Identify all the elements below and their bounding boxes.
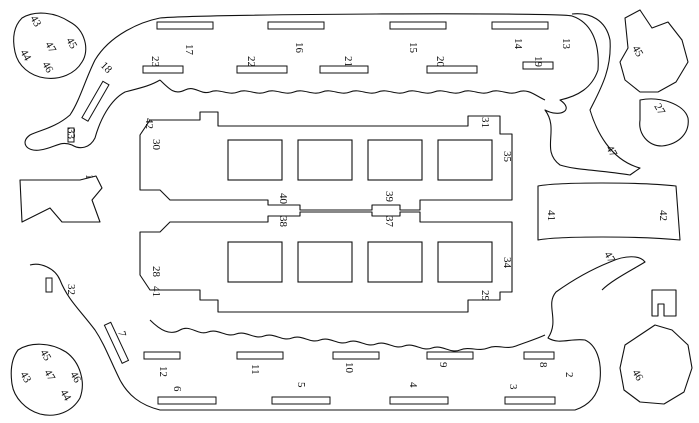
part-label: 46	[629, 368, 645, 384]
part-label: 46	[67, 370, 83, 386]
tab-slot	[103, 321, 130, 364]
hull-label: 40	[277, 193, 289, 205]
part-label: 46	[39, 60, 55, 76]
slot-label: 8	[537, 362, 549, 368]
part-label: 47	[603, 144, 619, 160]
hull-label: 28	[150, 266, 162, 278]
fin-part-27	[639, 98, 689, 147]
hull-panel-bottom	[139, 211, 513, 313]
hull-window	[227, 241, 283, 283]
hull-label: 31	[479, 117, 491, 128]
part-label: 45	[37, 348, 53, 364]
hull-window	[297, 241, 353, 283]
flower-part-top-left	[13, 12, 87, 79]
lower-board-outline	[29, 256, 646, 411]
claw-part-top-right	[619, 9, 689, 93]
part-label: 43	[17, 370, 33, 386]
slot-label: 22	[245, 56, 257, 67]
slot-label: 3	[507, 384, 519, 390]
slot-label: 7	[115, 330, 128, 339]
tab-slot	[491, 21, 549, 30]
hull-label: 38	[277, 216, 289, 228]
bracket-part	[651, 289, 677, 317]
hull-label: 1	[83, 174, 95, 180]
tab-slot	[142, 65, 184, 74]
slot-label: 6	[171, 386, 183, 392]
part-label: 45	[63, 36, 79, 52]
tab-slot	[267, 21, 325, 30]
tab-slot	[45, 277, 53, 293]
bar-part-41-42	[537, 182, 681, 241]
tab-slot	[81, 80, 110, 122]
part-label: 42	[657, 210, 669, 221]
tab-slot	[67, 127, 75, 143]
tab-slot	[389, 396, 449, 405]
wave-edge-top	[159, 79, 546, 101]
slot-label: 33	[65, 128, 77, 140]
tab-slot	[523, 351, 555, 360]
hull-window	[437, 139, 493, 181]
slot-label: 13	[560, 38, 572, 50]
hull-window	[437, 241, 493, 283]
part-label: 43	[27, 14, 43, 30]
slot-label: 5	[295, 382, 307, 388]
slot-label: 32	[65, 284, 77, 295]
tab-slot	[143, 351, 181, 360]
hull-label: 42	[143, 118, 155, 129]
slot-label: 20	[434, 56, 446, 68]
hull-label: 34	[501, 257, 513, 269]
slot-label: 12	[157, 366, 169, 377]
wave-edge-bottom	[149, 319, 546, 352]
slot-label: 14	[512, 38, 524, 50]
hull-window	[367, 241, 423, 283]
tab-slot	[522, 61, 554, 70]
hull-window	[297, 139, 353, 181]
slot-label: 18	[98, 60, 115, 77]
tab-slot	[236, 351, 284, 360]
slot-label: 21	[342, 56, 354, 67]
part-label: 27	[651, 102, 667, 118]
part-label: 47	[601, 250, 617, 266]
tab-slot	[156, 21, 214, 30]
part-label: 41	[545, 210, 557, 221]
hull-label: 41	[150, 286, 162, 297]
tab-slot	[319, 65, 369, 74]
bird-part-1	[19, 175, 103, 223]
hull-label: 29	[479, 290, 491, 302]
tab-slot	[271, 396, 331, 405]
tab-slot	[236, 65, 288, 74]
hull-label: 37	[383, 216, 395, 228]
claw-part-bottom-right	[619, 324, 693, 405]
slot-label: 2	[563, 372, 575, 378]
hull-panel-top	[139, 111, 513, 211]
tab-slot	[504, 396, 556, 405]
flower-part-bottom-left	[10, 343, 83, 416]
tab-slot	[157, 396, 217, 405]
part-label: 44	[17, 48, 33, 64]
slot-label: 17	[183, 44, 195, 56]
hull-label: 39	[383, 191, 395, 203]
tab-slot	[426, 351, 474, 360]
slot-label: 10	[343, 362, 355, 374]
slot-label: 15	[407, 42, 419, 54]
tab-slot	[332, 351, 380, 360]
hull-window	[367, 139, 423, 181]
part-label: 47	[41, 368, 57, 384]
hull-label: 30	[150, 139, 162, 151]
part-label: 44	[57, 388, 73, 404]
part-label: 45	[629, 44, 645, 60]
slot-label: 4	[407, 382, 419, 388]
slot-label: 11	[249, 364, 261, 375]
part-label: 47	[42, 40, 58, 56]
hull-label: 35	[501, 151, 513, 163]
slot-label: 9	[437, 362, 449, 368]
tab-slot	[426, 65, 478, 74]
slot-label: 23	[149, 56, 161, 68]
hull-window	[227, 139, 283, 181]
slot-label: 19	[532, 56, 544, 68]
tab-slot	[389, 21, 447, 30]
slot-label: 16	[293, 42, 305, 54]
main-board-outline	[24, 13, 641, 176]
